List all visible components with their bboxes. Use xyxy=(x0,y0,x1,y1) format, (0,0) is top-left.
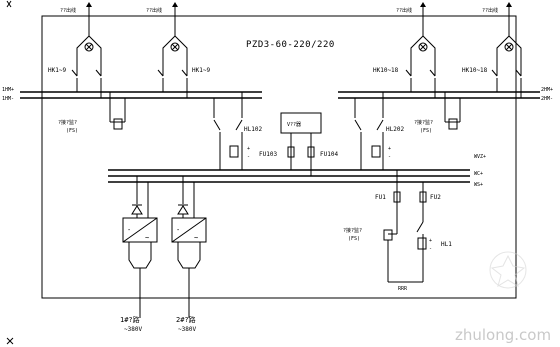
feeder-2: ??出线 HK1~9 xyxy=(146,2,210,98)
switch-label-3: HK10~18 xyxy=(373,67,399,74)
svg-text:+: + xyxy=(247,146,250,152)
fuse-label-fu2: FU2 xyxy=(430,194,441,201)
relay-label: ?接?监? xyxy=(343,227,362,234)
bottom-label: RRR xyxy=(398,286,408,292)
fuse-label-fu104: FU104 xyxy=(320,151,338,158)
bus-vc-label: WC+ xyxy=(474,171,483,177)
feeder-3-label: ??出线 xyxy=(396,7,412,14)
rectifier-module-1: - ~ xyxy=(122,176,158,318)
bus-right-minus-label: 2HM- xyxy=(541,96,553,102)
bus-right-plus-label: 2HM+ xyxy=(541,87,553,93)
svg-text:-: - xyxy=(429,246,432,252)
bus-vz-label: WVZ+ xyxy=(474,154,486,160)
voltage-monitor-label: V??器 xyxy=(287,122,301,128)
bus-left-plus-label: 1HM+ xyxy=(2,87,14,93)
feeder-4-label: ??出线 xyxy=(482,7,498,14)
control-branch: FU1 FU2 ?接?监? (FS) + - HL1 RRR xyxy=(343,170,452,292)
svg-text:-: - xyxy=(127,226,131,234)
watermark-logo xyxy=(489,251,527,289)
switch-label-4: HK10~18 xyxy=(462,67,488,74)
lamp-label-hl102: HL102 xyxy=(244,126,262,133)
relay-code: (FS) xyxy=(348,236,360,242)
lamp-label-hl1: HL1 xyxy=(441,241,452,248)
corner-mark-top xyxy=(6,0,12,8)
bus-tie-right: + - HL202 xyxy=(354,92,404,170)
feeder-1-label: ??出线 xyxy=(60,7,76,14)
insulation-monitor-left-label: ?接?监? xyxy=(58,119,77,126)
input-2-label: 2#?路 xyxy=(176,315,196,324)
feeder-4: ??出线 HK10~18 xyxy=(462,2,522,98)
switch-label-1: HK1~9 xyxy=(48,67,66,74)
svg-text:+: + xyxy=(388,146,391,152)
insulation-monitor-left-code: (FS) xyxy=(66,128,78,134)
input-2-voltage: ~380V xyxy=(178,326,196,333)
insulation-monitor-right-label: ?接?监? xyxy=(414,119,433,126)
panel-frame xyxy=(41,15,517,299)
svg-text:-: - xyxy=(176,226,180,234)
feeder-1: ??出线 HK1~9 xyxy=(48,2,102,98)
svg-text:+: + xyxy=(429,238,432,244)
voltage-monitor: V??器 FU103 FU104 xyxy=(259,112,338,176)
watermark-text: zhulong.com xyxy=(455,326,551,344)
insulation-monitor-left: ?接?监? (FS) xyxy=(58,92,126,134)
insulation-monitor-right-code: (FS) xyxy=(420,128,432,134)
corner-mark-bottom xyxy=(6,337,14,345)
fuse-label-fu1: FU1 xyxy=(375,194,386,201)
input-1-label: 1#?路 xyxy=(120,315,140,324)
panel-title: PZD3-60-220/220 xyxy=(246,40,335,50)
svg-text:~: ~ xyxy=(194,234,198,242)
feeder-2-label: ??出线 xyxy=(146,7,162,14)
svg-text:-: - xyxy=(388,154,391,160)
bus-tie-left: + - HL102 xyxy=(213,92,262,170)
lamp-label-hl202: HL202 xyxy=(386,126,404,133)
rectifier-module-2: - ~ xyxy=(171,176,207,318)
feeder-3: ??出线 HK10~18 xyxy=(373,2,436,98)
svg-text:~: ~ xyxy=(145,234,149,242)
fuse-label-fu103: FU103 xyxy=(259,151,277,158)
input-1-voltage: ~380V xyxy=(124,326,142,333)
bus-vs-label: WS+ xyxy=(474,182,483,188)
svg-text:-: - xyxy=(247,154,250,160)
insulation-monitor-right: ?接?监? (FS) xyxy=(414,92,461,134)
bus-left-minus-label: 1HM- xyxy=(2,96,14,102)
switch-label-2: HK1~9 xyxy=(192,67,210,74)
